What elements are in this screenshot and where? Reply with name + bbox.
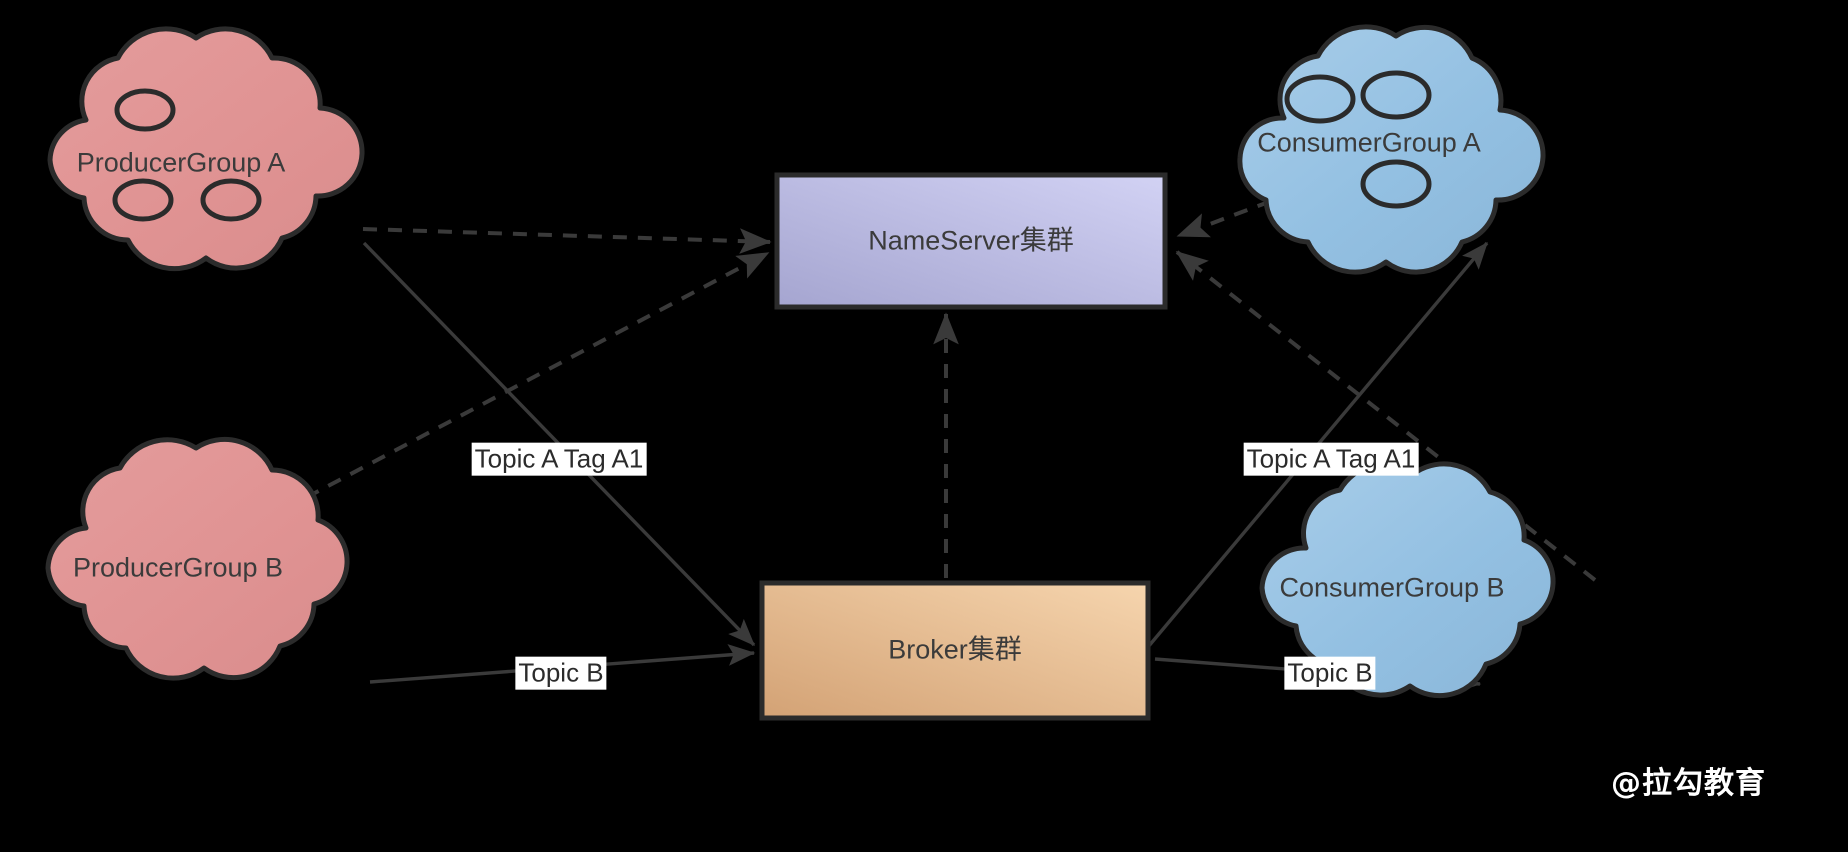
node-producer-group-b[interactable]	[45, 436, 350, 681]
nameserver-box	[774, 172, 1168, 310]
cloud-shape	[47, 26, 365, 272]
node-producer-group-a[interactable]	[47, 26, 365, 272]
broker-box	[759, 580, 1151, 721]
node-instance-ellipse	[1360, 70, 1432, 120]
node-instance-ellipse	[114, 88, 176, 132]
edge-label-producer-a-topic-a-tag-a1: Topic A Tag A1	[471, 442, 647, 476]
node-instance-ellipse	[112, 178, 174, 222]
node-instance-ellipse	[200, 178, 262, 222]
node-consumer-group-a[interactable]	[1237, 24, 1546, 275]
edge-label-consumer-b-topic-b: Topic B	[1284, 656, 1376, 690]
edge-producer-a-to-nameserver[interactable]	[362, 227, 772, 254]
cloud-shape	[1237, 24, 1546, 275]
watermark-text: @拉勾教育	[1611, 766, 1766, 801]
node-broker-cluster[interactable]	[759, 580, 1151, 721]
node-nameserver-cluster[interactable]	[774, 172, 1168, 310]
edge-label-consumer-a-topic-a-tag-a1: Topic A Tag A1	[1243, 442, 1419, 476]
node-instance-ellipse	[1284, 74, 1356, 124]
edge-label-producer-b-topic-b: Topic B	[515, 656, 607, 690]
node-instance-ellipse	[1360, 159, 1432, 209]
edge-producer-b-to-nameserver[interactable]	[261, 251, 770, 523]
cloud-shape	[45, 436, 350, 681]
